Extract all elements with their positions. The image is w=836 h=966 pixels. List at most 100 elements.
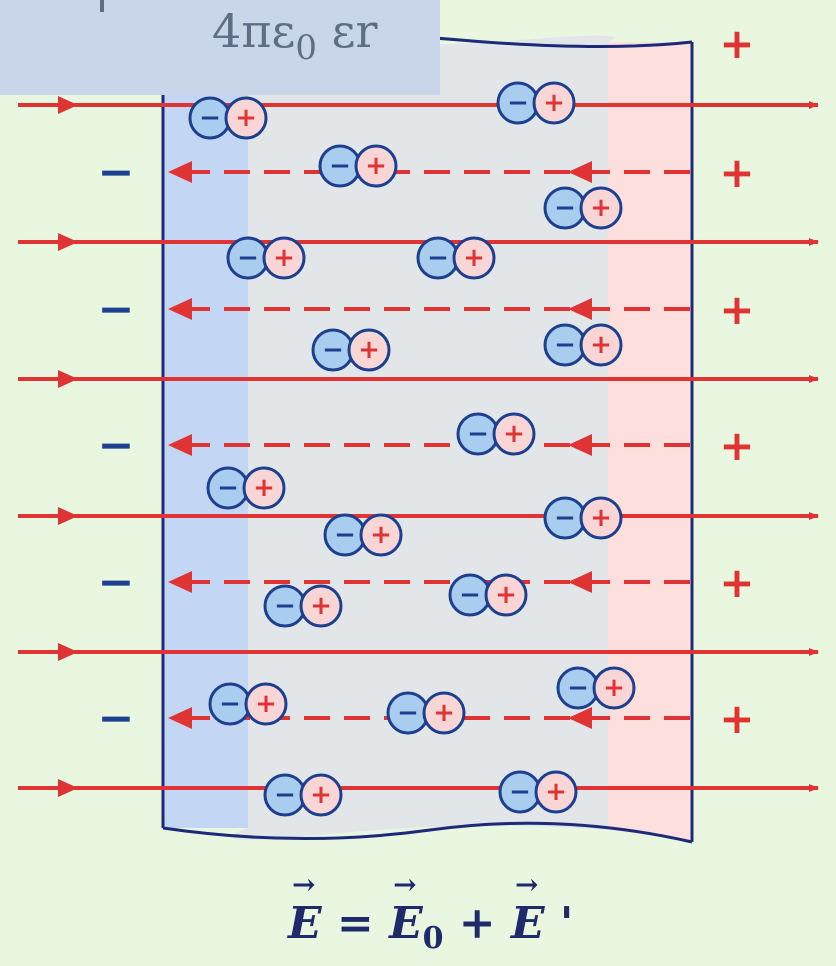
negative-surface-charge: − [98,557,135,608]
positive-pole [579,323,623,367]
positive-pole [532,81,576,125]
dipole: −+ [263,773,343,817]
positive-pole [224,96,268,140]
vector-e: E [288,868,322,949]
arrowhead-icon [168,707,192,729]
positive-pole [579,496,623,540]
arrowhead-icon [58,779,78,797]
positive-pole [492,412,536,456]
arrowhead-icon [58,96,78,114]
plus-sign: + [545,777,567,807]
plus-sign: + [273,243,295,273]
formula-part1: 4πε [212,4,296,58]
right-surface-charges: + + + + + + [719,19,754,743]
dipole: −+ [498,770,578,814]
minus-sign: − [334,520,356,550]
dipole: −+ [263,584,343,628]
minus-sign: − [459,580,481,610]
plus-sign: + [495,580,517,610]
equals-sign: = [321,898,390,949]
minus-sign: − [567,673,589,703]
positive-surface-charge: + [719,694,754,743]
minus-sign: − [467,419,489,449]
minus-sign: − [199,103,221,133]
formula-subscript: 0 [295,28,317,68]
dipole: −+ [556,666,636,710]
negative-surface-charge: − [98,147,135,198]
minus-sign: − [397,698,419,728]
arrowhead-icon [58,507,78,525]
minus-sign: − [322,335,344,365]
positive-pole [422,691,466,735]
positive-surface-charge: + [719,285,754,334]
dipole: −+ [456,412,536,456]
positive-pole [484,573,528,617]
dipoles: −+−+−+−+−+−+−+−+−+−+−+−+−+−+−+−+−+−+−+ [188,81,636,817]
plus-sign: + [590,193,612,223]
positive-surface-charge: + [719,19,754,68]
plus-sign: + [365,151,387,181]
arrowhead-icon [568,434,592,456]
dipole: −+ [323,513,403,557]
field-equation: E = E0 + E ' [288,868,573,956]
negative-surface-charge: − [98,284,135,335]
plus-sign: + [590,330,612,360]
vector-e0: E [389,868,423,949]
positive-pole [354,144,398,188]
minus-sign: − [237,243,259,273]
positive-pole [534,770,578,814]
formula-overlay: 4πε0 εr [0,0,440,95]
positive-surface-charge: + [719,148,754,197]
plus-sign: + [310,591,332,621]
minus-sign: − [554,330,576,360]
arrowhead-icon [168,298,192,320]
dipole: −+ [311,328,391,372]
minus-sign: − [507,88,529,118]
minus-sign: − [509,777,531,807]
negative-surface-charge: − [98,693,135,744]
positive-pole [244,682,288,726]
external-field-lines [18,101,819,792]
dipole: −+ [496,81,576,125]
dipole: −+ [318,144,398,188]
plus-sign: + [235,103,257,133]
positive-pole [592,666,636,710]
plus-sign: + [253,473,275,503]
arrowhead-icon [568,161,592,183]
negative-surface-charge: − [98,420,135,471]
minus-sign: − [217,473,239,503]
positive-pole [262,236,306,280]
dipole: −+ [206,466,286,510]
minus-sign: − [274,780,296,810]
dipole: −+ [226,236,306,280]
arrowhead-icon [58,370,78,388]
positive-pole [299,584,343,628]
dipole: −+ [208,682,288,726]
plus-sign: + [358,335,380,365]
arrowhead-icon [168,434,192,456]
arrowhead-icon [58,643,78,661]
plus-sign: + [433,698,455,728]
minus-sign: − [554,193,576,223]
minus-sign: − [274,591,296,621]
plus-sign: + [463,243,485,273]
minus-sign: − [554,503,576,533]
positive-pole [347,328,391,372]
plus-sign: + [310,780,332,810]
slab-bottom-edge [162,821,693,844]
dipole: −+ [188,96,268,140]
positive-pole [242,466,286,510]
formula-part2: εr [316,4,378,58]
plus-sign: + [543,88,565,118]
arrowhead-icon [168,161,192,183]
positive-pole [452,236,496,280]
formula-fraction-bar-fragment [100,0,104,12]
positive-pole [299,773,343,817]
plus-sign: + [255,689,277,719]
positive-surface-charge: + [719,421,754,470]
plus-sign: + [443,898,511,949]
e0-subscript: 0 [422,920,444,956]
minus-sign: − [219,689,241,719]
positive-pole [359,513,403,557]
